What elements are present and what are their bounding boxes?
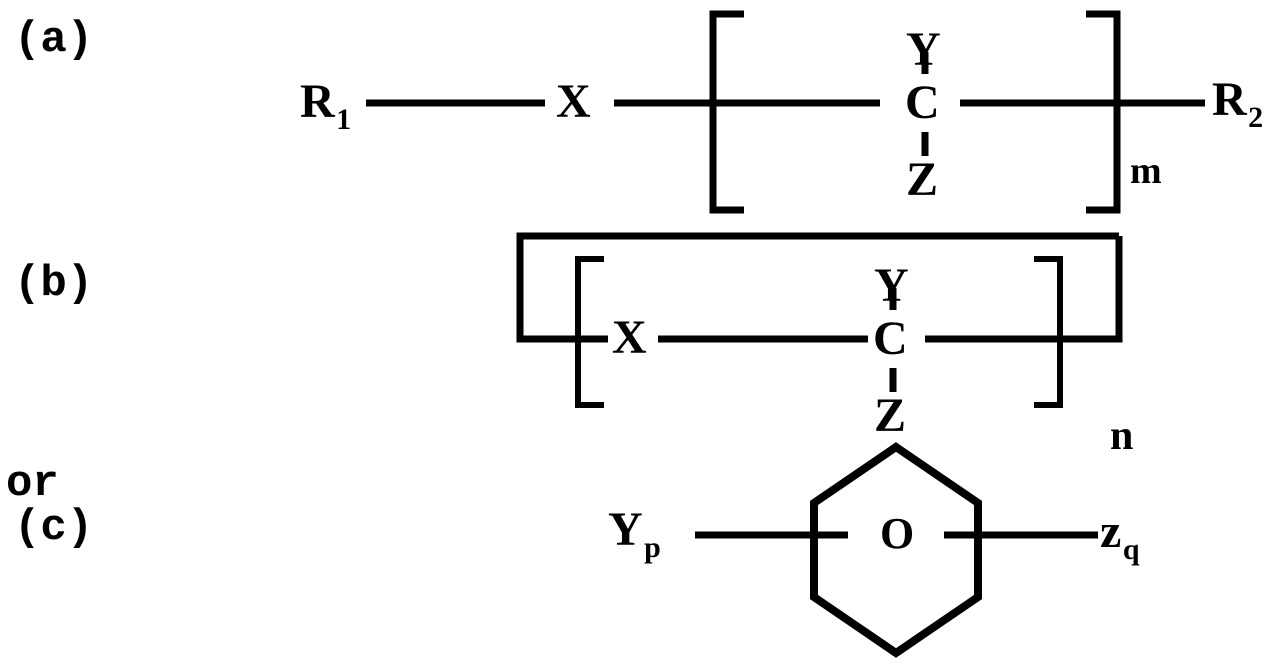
outer-bracket-close-b	[1040, 236, 1123, 343]
atom-z-a: Z	[906, 153, 939, 206]
subscript-n-b: n	[1110, 413, 1134, 459]
atom-yp-c: Yp	[608, 503, 661, 563]
atom-x-b: X	[612, 311, 648, 364]
caption-b: (b)	[14, 259, 94, 309]
caption-c: (c)	[14, 503, 94, 553]
bracket-open-a	[709, 10, 744, 214]
atom-y-b: Y	[874, 259, 910, 312]
inner-bracket-close-b	[1034, 256, 1063, 408]
caption-or: or	[6, 459, 59, 509]
atom-z-b: Z	[874, 389, 907, 442]
atom-yp-symbol: Y	[608, 503, 644, 556]
caption-a: (a)	[14, 15, 94, 65]
atom-r1-subscript: 1	[336, 103, 352, 136]
atom-r2-subscript: 2	[1248, 101, 1264, 134]
atom-y-a: Y	[906, 23, 942, 76]
atom-r1-symbol: R	[300, 75, 336, 128]
bracket-close-a	[1086, 10, 1121, 214]
atom-zq-c: zq	[1100, 505, 1139, 565]
benzene-ring-hexagon	[810, 442, 982, 658]
atom-c-b: C	[873, 312, 909, 365]
atom-r2-symbol: R	[1212, 73, 1248, 126]
atom-r1: R1	[300, 75, 351, 135]
ring-center-symbol-o: O	[880, 509, 915, 558]
atom-zq-symbol: z	[1100, 505, 1122, 558]
atom-r2: R2	[1212, 73, 1263, 133]
atom-zq-subscript: q	[1122, 533, 1140, 566]
outer-bracket-open-b	[516, 232, 596, 343]
subscript-m-a: m	[1130, 150, 1162, 192]
atom-x-a: X	[556, 75, 592, 128]
inner-bracket-open-b	[575, 256, 604, 408]
atom-yp-subscript: p	[644, 531, 662, 564]
atom-c-a: C	[905, 76, 941, 129]
